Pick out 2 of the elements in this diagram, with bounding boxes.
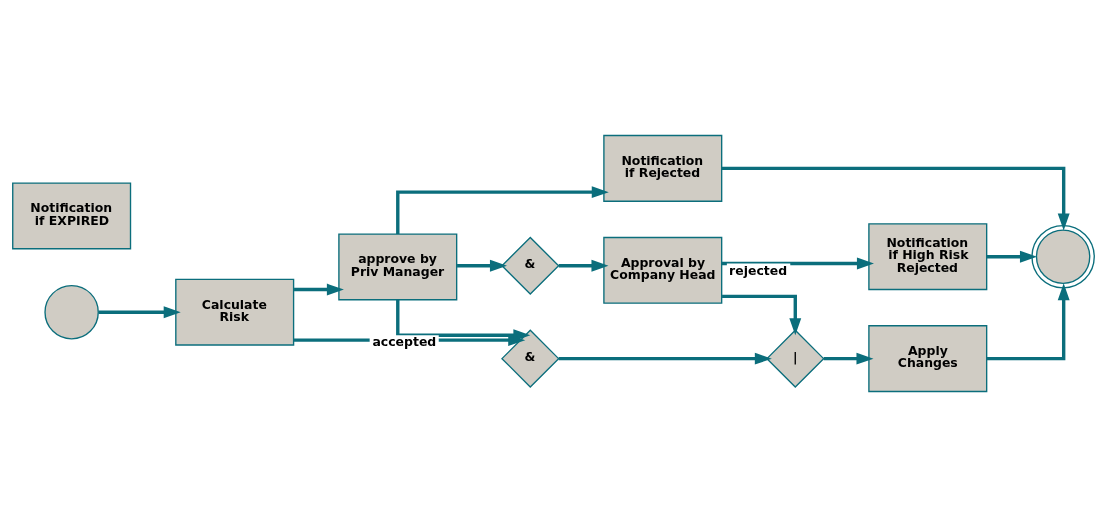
edge-label: rejected [729,262,788,278]
edge-label: accepted [372,334,437,350]
